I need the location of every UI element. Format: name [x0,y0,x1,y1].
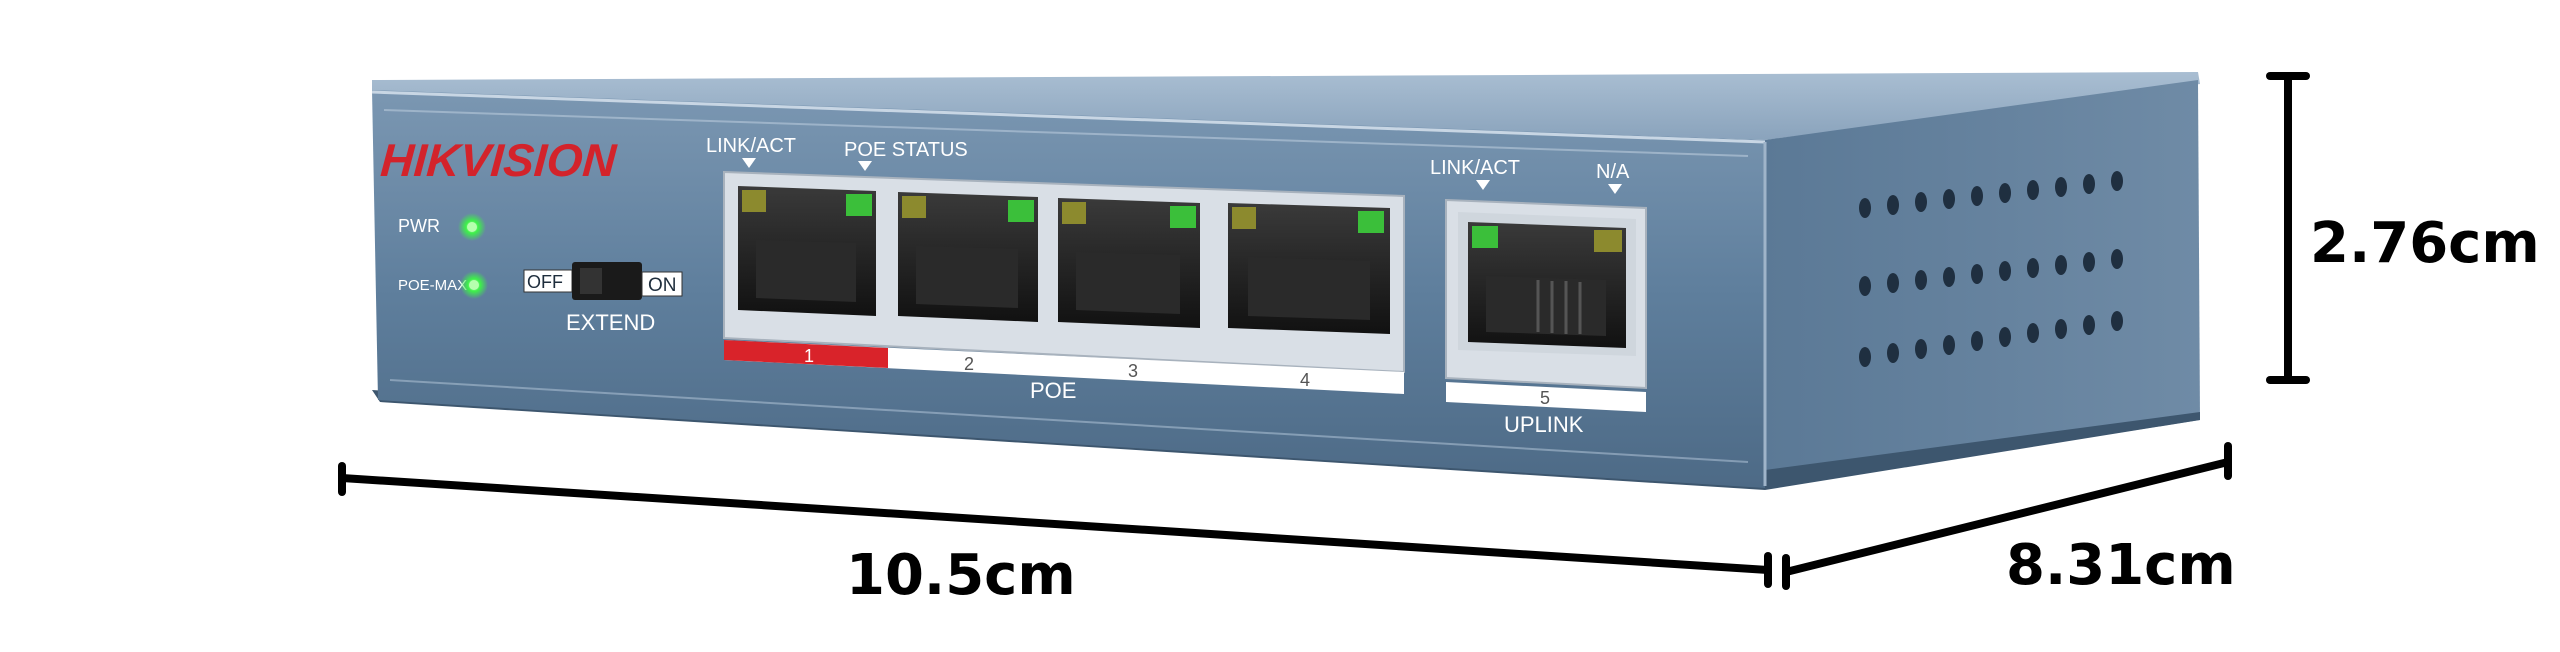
uplink-na-label: N/A [1596,161,1630,183]
uplink-link-act-label: LINK/ACT [1430,157,1520,179]
ethernet-port-3[interactable] [1058,198,1200,328]
poe-port-group: LINK/ACT POE STATUS [706,135,1405,403]
uplink-group-label: UPLINK [1504,412,1584,437]
port-2-number: 2 [964,354,974,374]
port-5-number: 5 [1540,388,1550,408]
ethernet-port-4[interactable] [1228,203,1390,334]
width-dimension-label: 10.5cm [846,543,1076,608]
status-indicators: PWR POE-MAX [398,213,488,299]
extend-switch-caption: EXTEND [566,310,655,335]
poe-max-label: POE-MAX [398,277,467,294]
extend-switch[interactable]: OFF ON EXTEND [523,262,683,335]
port-1-number: 1 [804,346,814,366]
poe-link-act-label: LINK/ACT [706,135,796,157]
ventilation-holes [1859,171,2123,367]
depth-dimension-label: 8.31cm [2006,533,2236,598]
dimension-width: 10.5cm [338,462,1772,608]
poe-group-label: POE [1030,378,1076,403]
height-dimension-label: 2.76cm [2310,211,2540,276]
brand-logo-suffix: VISION [458,134,619,186]
ethernet-port-1[interactable] [738,186,876,316]
pwr-label: PWR [398,216,440,236]
dimension-depth: 8.31cm [1782,442,2236,598]
port-1-highlight-band [724,340,888,368]
poe-number-band [724,340,1404,394]
extend-switch-off-label: OFF [527,272,563,292]
brand-logo-prefix: HIK [379,134,466,186]
port-4-number: 4 [1300,370,1310,390]
uplink-port-group: LINK/ACT N/A 5 UPLINK [1430,157,1647,437]
brand-logo: HIKVISION [379,134,619,186]
extend-switch-on-label: ON [648,275,677,296]
ethernet-port-5[interactable] [1458,212,1636,356]
dimension-height: 2.76cm [2266,72,2540,384]
ethernet-port-2[interactable] [898,192,1038,322]
switch-top-face [372,72,2200,140]
uplink-number-band [1446,382,1646,412]
port-3-number: 3 [1128,361,1138,381]
poe-status-label: POE STATUS [844,139,968,161]
